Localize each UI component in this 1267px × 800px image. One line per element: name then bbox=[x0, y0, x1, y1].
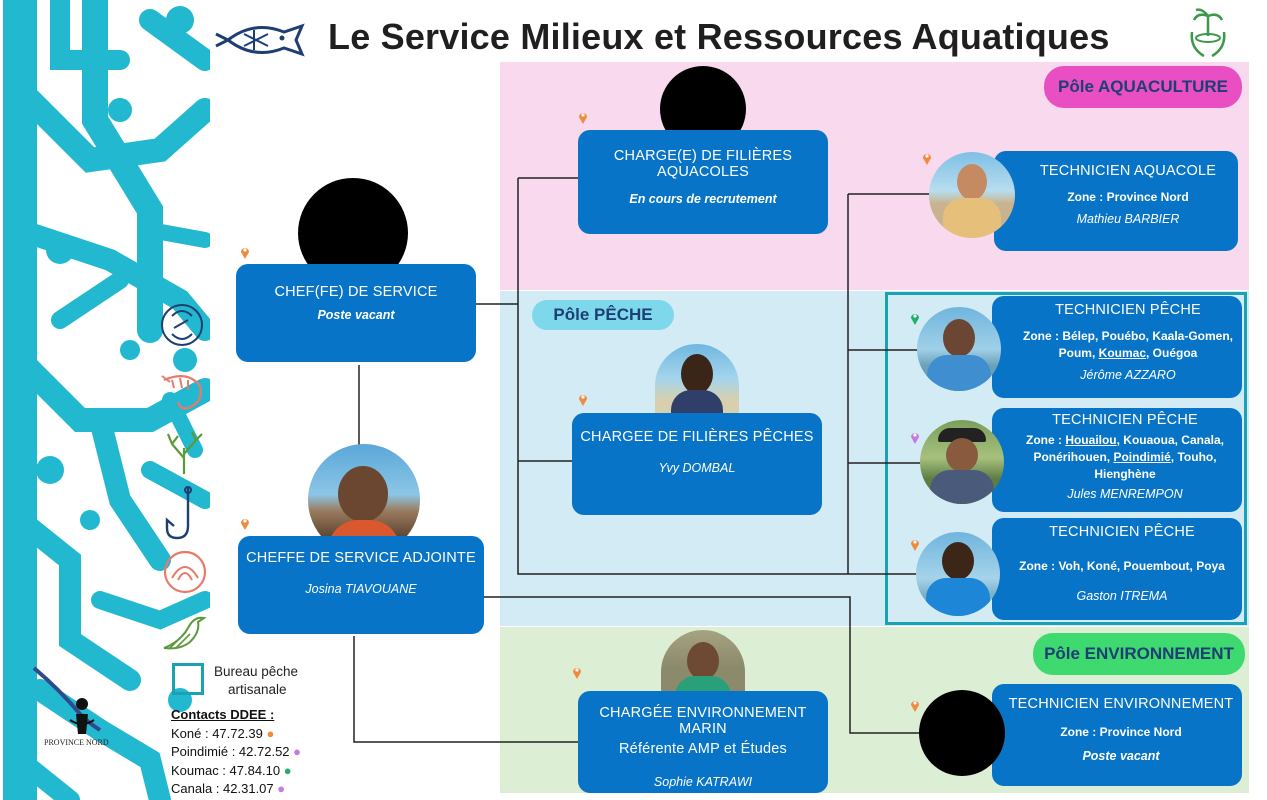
cycle-icon bbox=[161, 304, 203, 346]
pin-icon-peches bbox=[579, 395, 587, 406]
pin-icon-canala: ● bbox=[277, 781, 286, 796]
tech-peche-3-zone: Zone : Voh, Koné, Pouembout, Poya bbox=[1019, 559, 1225, 573]
hook-icon bbox=[165, 486, 192, 540]
pin-icon-env-marin bbox=[573, 668, 581, 679]
pin-icon-aquacoles bbox=[579, 113, 587, 124]
chargee-environnement-marin-box: CHARGÉE ENVIRONNEMENT MARIN Référente AM… bbox=[578, 691, 828, 793]
aquacoles-title: CHARGE(E) DE FILIÈRES AQUACOLES bbox=[613, 148, 793, 180]
bird-icon bbox=[163, 616, 207, 650]
technicien-peche-1-box: TECHNICIEN PÊCHE Zone : Bélep, Pouébo, K… bbox=[992, 296, 1242, 398]
bureau-peche-outline bbox=[885, 292, 1247, 625]
yvy-photo bbox=[655, 344, 739, 414]
tech-peche-2-title: TECHNICIEN PÊCHE bbox=[1052, 412, 1198, 428]
bureau-legend-swatch bbox=[172, 663, 204, 695]
charge-filieres-aquacoles-box: CHARGE(E) DE FILIÈRES AQUACOLES En cours… bbox=[578, 130, 828, 234]
pin-icon-tech-peche-1 bbox=[911, 314, 919, 325]
pole-environnement-label: Pôle ENVIRONNEMENT bbox=[1033, 633, 1245, 675]
technicien-environnement-box: TECHNICIEN ENVIRONNEMENT Zone : Province… bbox=[992, 684, 1242, 786]
chargee-filieres-peches-box: CHARGEE DE FILIÈRES PÊCHES Yvy DOMBAL bbox=[572, 413, 822, 515]
tech-peche-1-title: TECHNICIEN PÊCHE bbox=[1055, 302, 1201, 318]
adjointe-title: CHEFFE DE SERVICE ADJOINTE bbox=[246, 550, 476, 566]
peches-name: Yvy DOMBAL bbox=[658, 461, 736, 475]
province-nord-logo bbox=[32, 666, 102, 734]
adjointe-name: Josina TIAVOUANE bbox=[305, 582, 417, 596]
tech-env-avatar-placeholder bbox=[919, 690, 1005, 776]
tech-aquacole-zone: Zone : Province Nord bbox=[1067, 190, 1189, 204]
province-nord-label: PROVINCE NORD bbox=[44, 738, 109, 747]
technicien-peche-2-box: TECHNICIEN PÊCHE Zone : Houailou, Kouaou… bbox=[992, 408, 1242, 512]
tech-peche-3-title: TECHNICIEN PÊCHE bbox=[1049, 524, 1195, 540]
gaston-photo bbox=[916, 532, 1000, 616]
cheffe-adjointe-box: CHEFFE DE SERVICE ADJOINTE Josina TIAVOU… bbox=[238, 536, 484, 634]
shrimp-icon bbox=[161, 375, 202, 410]
pin-icon-chef bbox=[241, 248, 249, 259]
tech-peche-2-name: Jules MENREMPON bbox=[1067, 487, 1183, 501]
contact-poindimie: Poindimié : 42.72.52 ● bbox=[171, 744, 302, 759]
sophie-photo bbox=[661, 630, 745, 692]
env-marin-name: Sophie KATRAWI bbox=[653, 775, 753, 789]
jules-photo bbox=[920, 420, 1004, 504]
chef-de-service-box: CHEF(FE) DE SERVICE Poste vacant bbox=[236, 264, 476, 362]
seaweed-icon bbox=[166, 431, 203, 474]
aquacoles-name: En cours de recrutement bbox=[629, 192, 777, 206]
pin-icon-kone: ● bbox=[266, 725, 275, 741]
tech-env-title: TECHNICIEN ENVIRONNEMENT bbox=[1008, 696, 1234, 712]
pin-icon-tech-peche-3 bbox=[911, 540, 919, 551]
tech-aquacole-name: Mathieu BARBIER bbox=[1076, 212, 1180, 226]
pin-icon-tech-peche-2 bbox=[911, 433, 919, 444]
mathieu-photo bbox=[929, 152, 1015, 238]
tech-aquacole-title: TECHNICIEN AQUACOLE bbox=[1039, 163, 1217, 179]
pole-aquaculture-label: Pôle AQUACULTURE bbox=[1044, 66, 1242, 108]
page-title: Le Service Milieux et Ressources Aquatiq… bbox=[328, 16, 1110, 57]
tech-peche-1-zone: Zone : Bélep, Pouébo, Kaala-Gomen, Poum,… bbox=[1022, 329, 1234, 360]
pin-icon-koumac: ● bbox=[283, 762, 292, 778]
contacts-block: Contacts DDEE : Koné : 47.72.39 ● Poindi… bbox=[171, 706, 301, 799]
hands-island-icon bbox=[1190, 8, 1226, 58]
pin-icon-tech-env bbox=[911, 701, 919, 712]
tech-peche-3-name: Gaston ITREMA bbox=[1076, 589, 1168, 603]
pin-icon-poindimie: ● bbox=[293, 744, 302, 759]
shell-icon bbox=[163, 550, 207, 594]
contact-canala: Canala : 42.31.07 ● bbox=[171, 781, 286, 796]
contact-koumac: Koumac : 47.84.10 ● bbox=[171, 762, 292, 778]
pin-icon-tech-aquacole bbox=[923, 154, 931, 165]
coral-decoration bbox=[0, 0, 210, 800]
contact-kone: Koné : 47.72.39 ● bbox=[171, 725, 275, 741]
contacts-heading: Contacts DDEE : bbox=[171, 707, 275, 722]
peches-title: CHARGEE DE FILIÈRES PÊCHES bbox=[580, 429, 814, 445]
technicien-aquacole-box: TECHNICIEN AQUACOLE Zone : Province Nord… bbox=[994, 151, 1238, 251]
chef-title: CHEF(FE) DE SERVICE bbox=[274, 284, 438, 300]
tech-peche-1-name: Jérôme AZZARO bbox=[1080, 368, 1176, 382]
tech-env-zone: Zone : Province Nord bbox=[1060, 725, 1182, 739]
chef-name: Poste vacant bbox=[317, 308, 395, 322]
jerome-photo bbox=[917, 307, 1001, 391]
tech-env-name: Poste vacant bbox=[1082, 749, 1160, 763]
fish-icon bbox=[215, 23, 305, 57]
pin-icon-adjointe bbox=[241, 519, 249, 530]
tech-peche-2-zone: Zone : Houailou, Kouaoua, Canala, Ponéri… bbox=[1025, 433, 1224, 481]
technicien-peche-3-box: TECHNICIEN PÊCHE Zone : Voh, Koné, Pouem… bbox=[992, 518, 1242, 620]
env-marin-title: CHARGÉE ENVIRONNEMENT MARIN bbox=[599, 705, 807, 737]
env-marin-subtitle: Référente AMP et Études bbox=[619, 741, 787, 757]
pole-peche-label: Pôle PÊCHE bbox=[532, 300, 674, 330]
bureau-legend-label: Bureau pêche artisanale bbox=[214, 664, 299, 697]
